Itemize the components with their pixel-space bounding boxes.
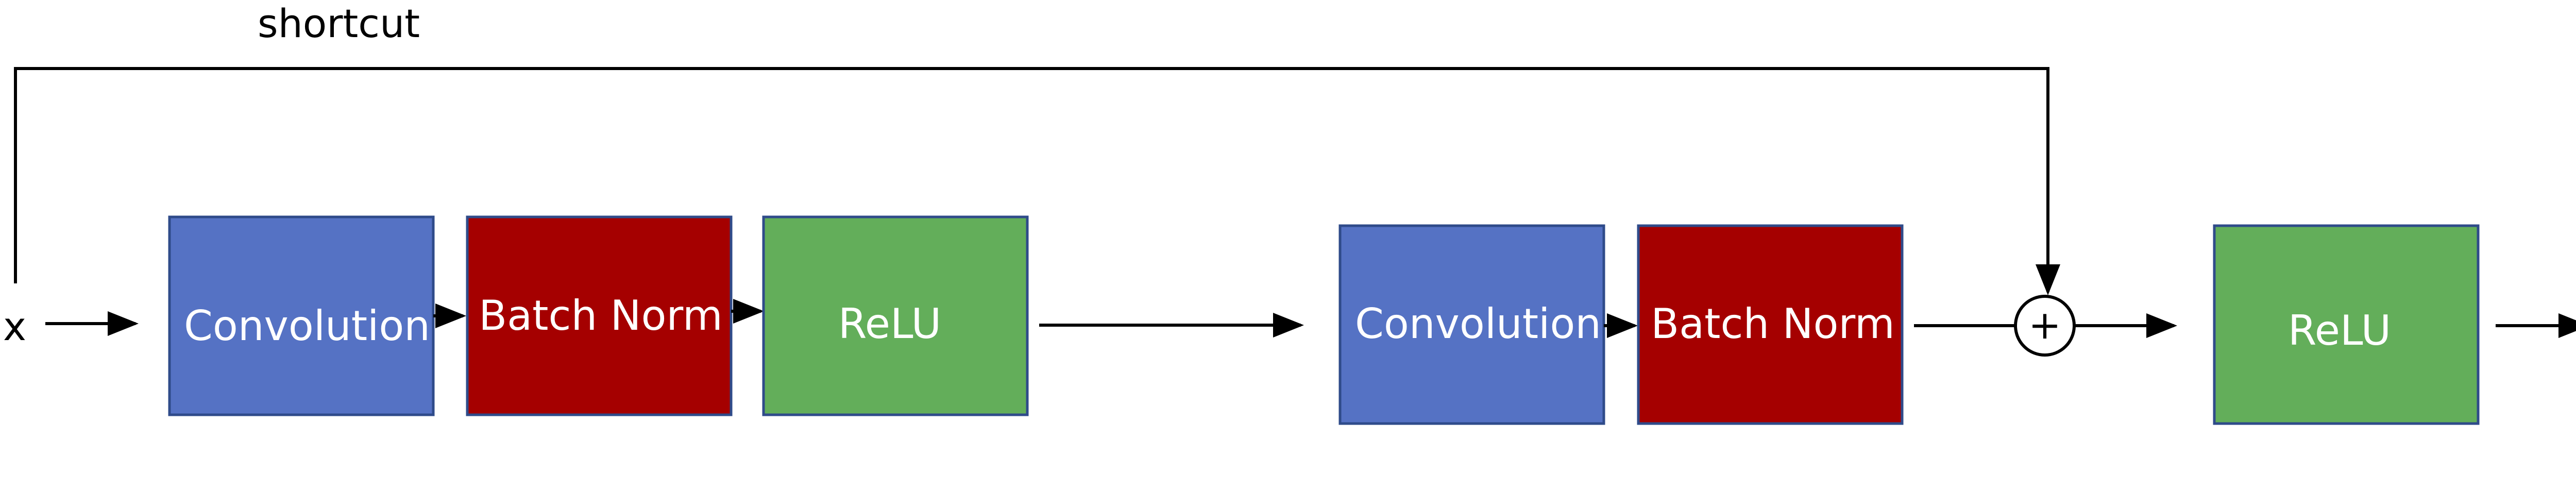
- batch-norm-block-1-label: Batch Norm: [479, 292, 723, 340]
- convolution-block-2-label: Convolution: [1355, 300, 1601, 348]
- batch-norm-block-1-box: [466, 215, 733, 416]
- batch-norm-block-1: Batch Norm: [466, 215, 733, 416]
- relu-block-2: ReLU: [2213, 224, 2480, 425]
- relu-block-2-label: ReLU: [2288, 307, 2391, 355]
- convolution-block-1-label: Convolution: [184, 302, 430, 350]
- sum-node: +: [2014, 295, 2076, 357]
- batch-norm-block-2: Batch Norm: [1637, 224, 1904, 425]
- relu-block-1-box: [762, 215, 1029, 416]
- convolution-block-1: Convolution: [168, 215, 435, 416]
- convolution-block-1-box: [168, 215, 435, 416]
- shortcut-label: shortcut: [258, 1, 420, 46]
- shortcut-connector: [14, 67, 2060, 295]
- relu-block-2-box: [2213, 224, 2480, 425]
- relu-block-1-label: ReLU: [838, 300, 941, 348]
- plus-icon: +: [2028, 302, 2061, 348]
- convolution-block-2-box: [1338, 224, 1605, 425]
- batch-norm-block-2-box: [1637, 224, 1904, 425]
- input-label: x: [3, 303, 26, 349]
- relu-block-1: ReLU: [762, 215, 1029, 416]
- batch-norm-block-2-label: Batch Norm: [1651, 300, 1895, 348]
- convolution-block-2: Convolution: [1338, 224, 1605, 425]
